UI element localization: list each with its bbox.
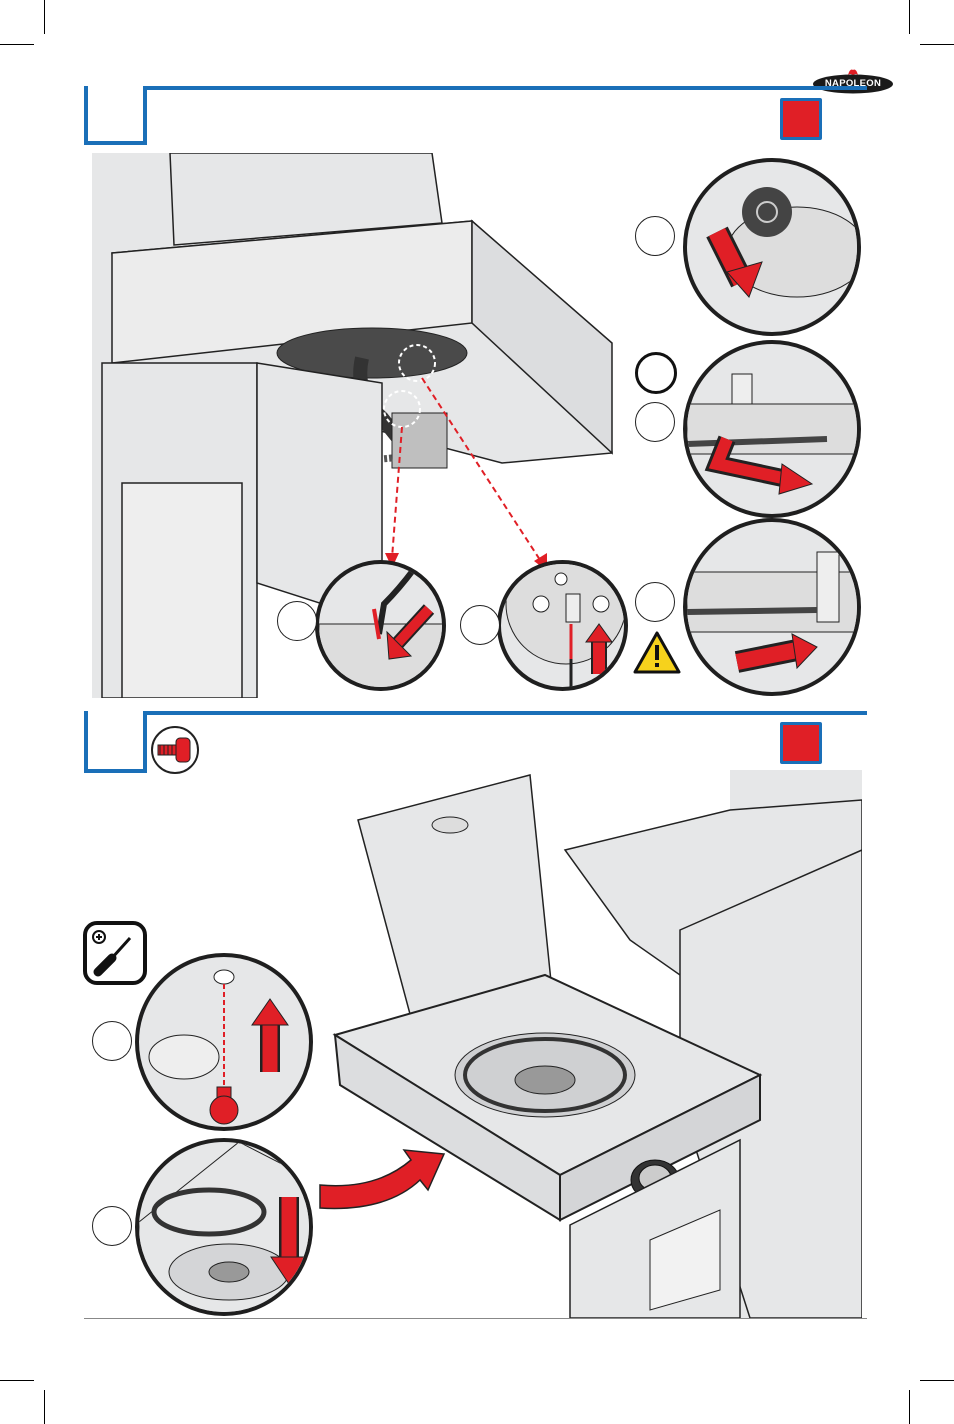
detail-circle — [683, 518, 861, 696]
step-rule — [84, 86, 867, 90]
grill-side-burner-illustration — [92, 153, 652, 698]
crop-mark — [920, 44, 954, 45]
detail-circle — [497, 560, 628, 691]
crop-mark — [0, 44, 34, 45]
red-square-icon — [780, 722, 822, 764]
arrow-icon — [316, 1140, 451, 1215]
sub-step-label — [92, 1206, 132, 1246]
crop-mark — [44, 0, 45, 34]
screwdriver-icon — [82, 920, 148, 986]
sub-step-label — [635, 582, 675, 622]
detail-circle — [683, 340, 861, 518]
step-rule — [84, 711, 867, 715]
brand-name: NAPOLEON — [824, 78, 882, 89]
sub-step-label — [635, 352, 677, 394]
crop-mark — [909, 1390, 910, 1424]
crop-mark — [44, 1390, 45, 1424]
sub-step-label — [277, 601, 317, 641]
detail-circle — [135, 1138, 313, 1316]
sub-step-label — [635, 216, 675, 256]
sub-step-label — [635, 402, 675, 442]
sub-step-label — [92, 1021, 132, 1061]
crop-mark — [909, 0, 910, 34]
detail-circle — [683, 158, 861, 336]
side-burner-illustration — [330, 770, 862, 1318]
step-number-box — [84, 86, 147, 145]
red-square-icon — [780, 98, 822, 140]
crop-mark — [0, 1380, 34, 1381]
detail-circle — [135, 953, 313, 1131]
detail-circle — [315, 560, 446, 691]
footer-rule — [84, 1318, 867, 1319]
sub-step-label — [460, 605, 500, 645]
step-number-box — [84, 711, 147, 773]
screw-icon — [150, 725, 200, 775]
warning-icon — [632, 630, 682, 675]
crop-mark — [920, 1380, 954, 1381]
